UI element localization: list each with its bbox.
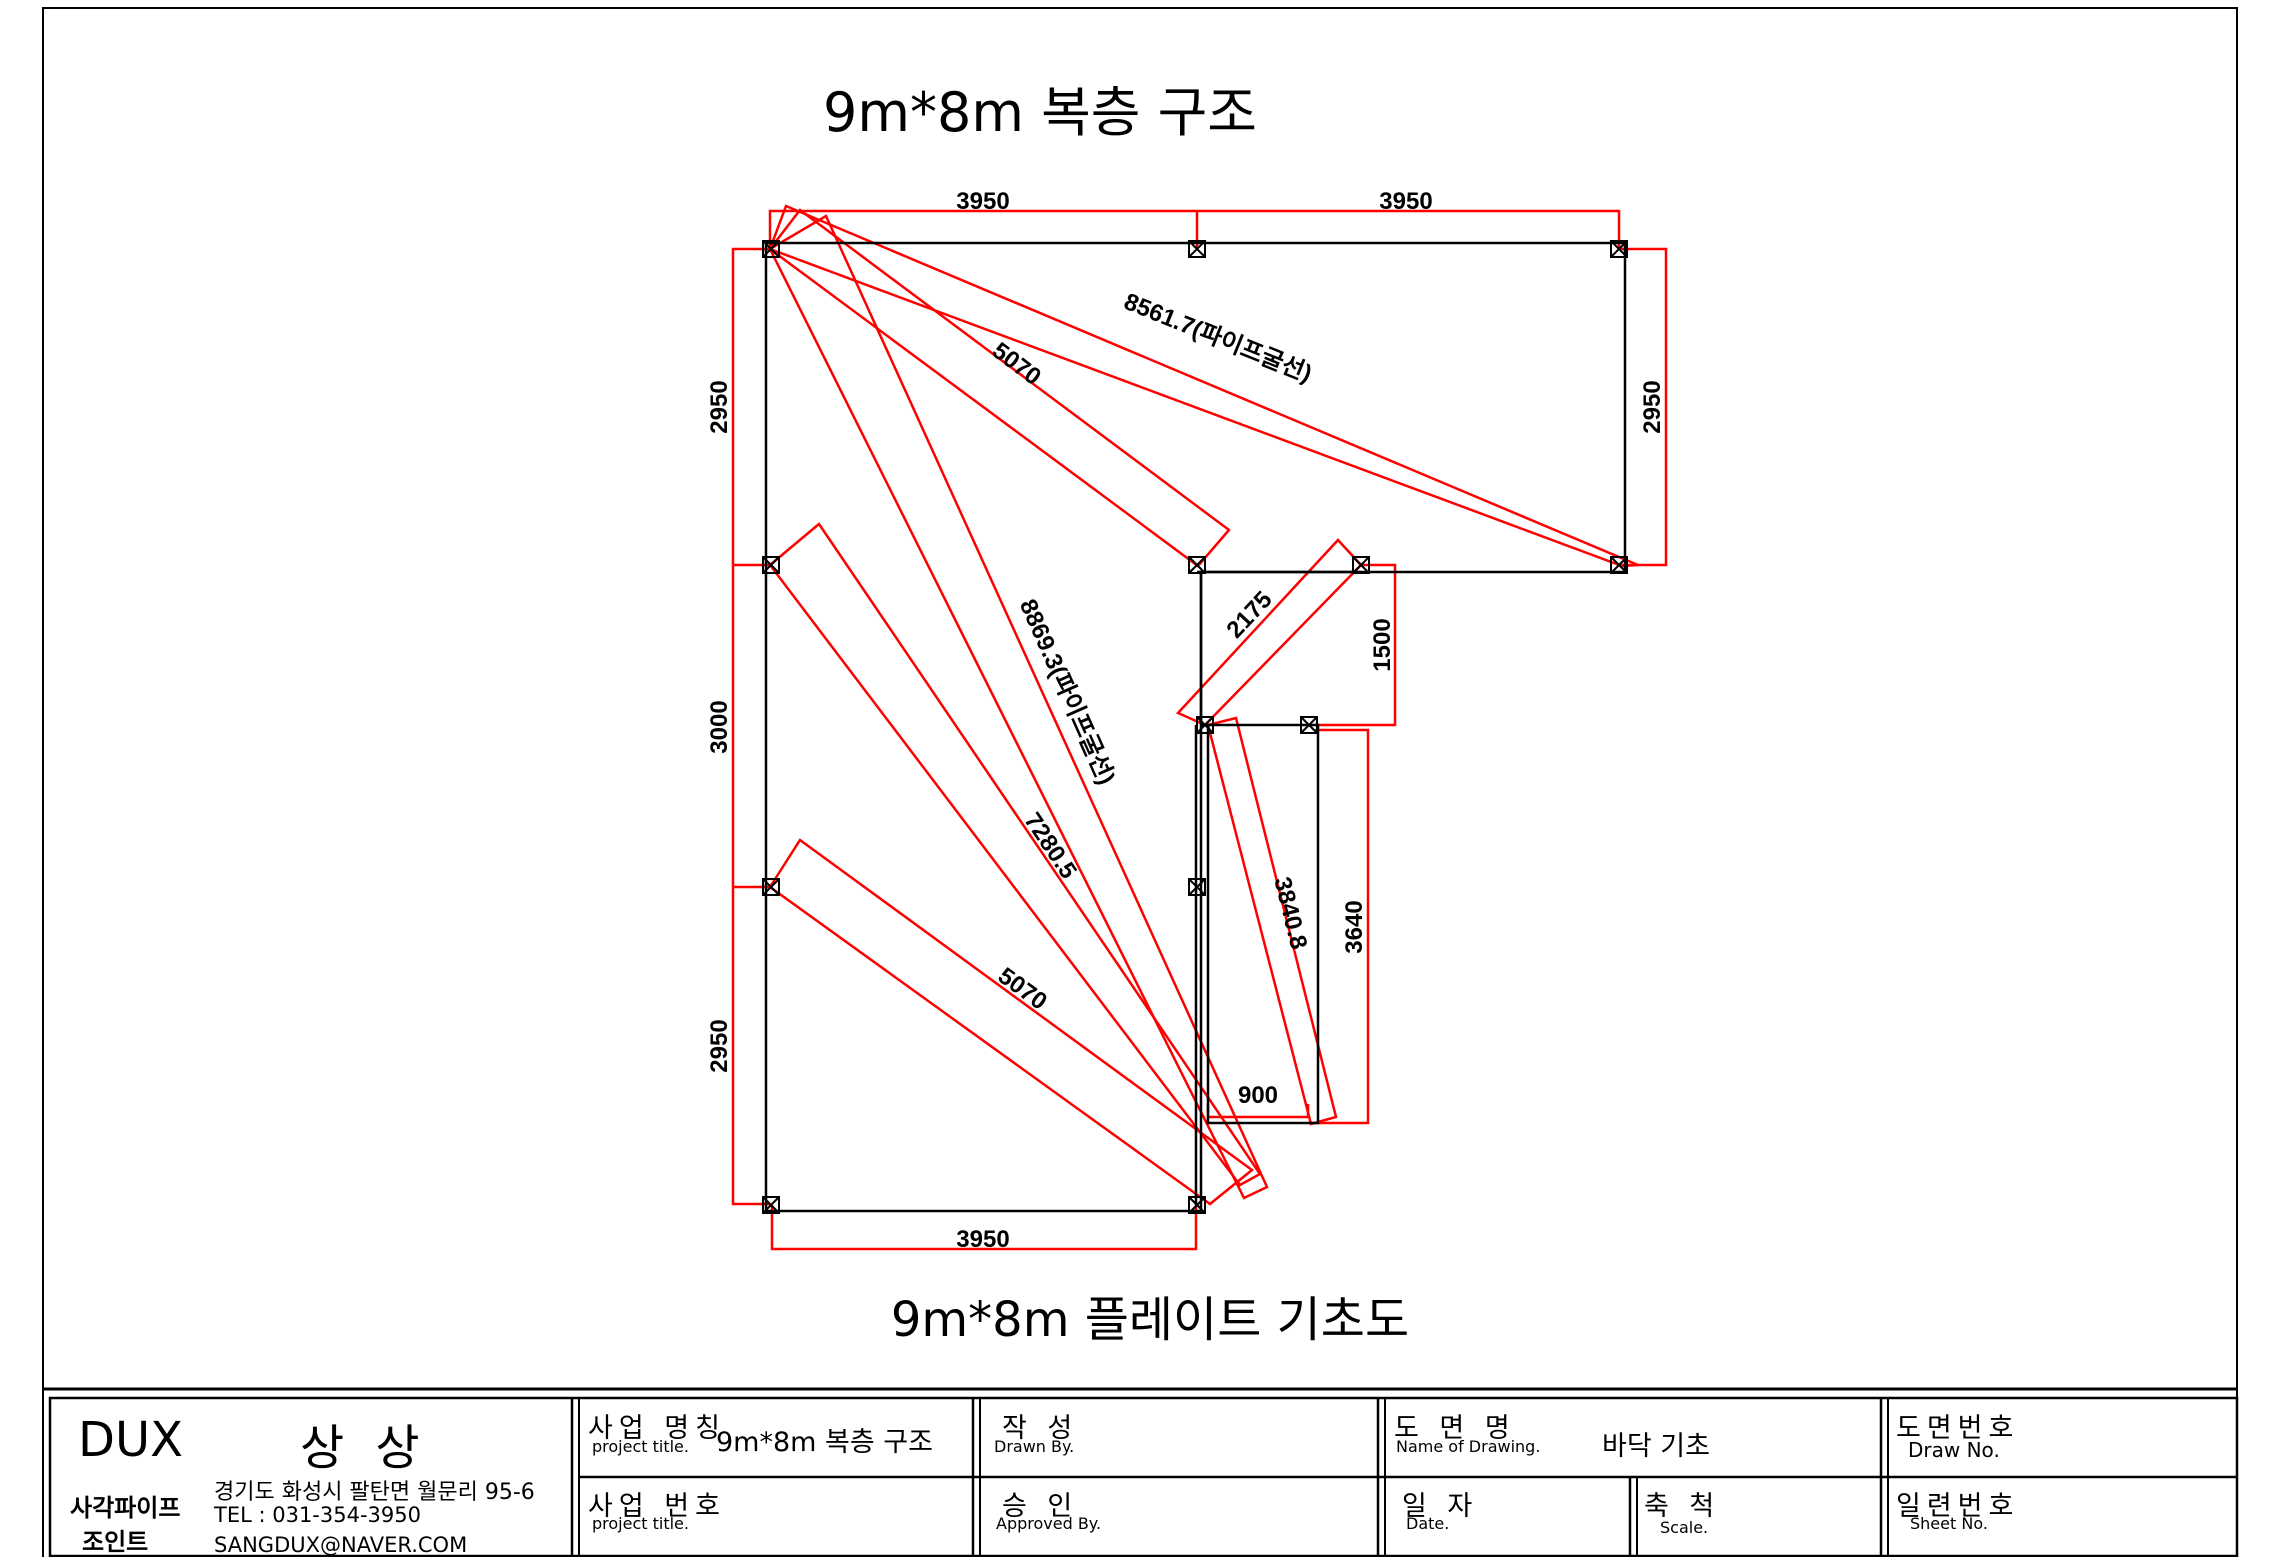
dim-inner-height: 3640 bbox=[1341, 900, 1368, 953]
dim-left-top: 2950 bbox=[706, 380, 733, 433]
post-icon bbox=[1188, 240, 1206, 258]
title-block-frame bbox=[43, 1387, 2239, 1558]
drawing-name-label: 도 면 명 bbox=[1394, 1413, 1516, 1444]
dim-inner-diag: 3840.8 bbox=[1268, 874, 1312, 952]
company-tel: TEL : 031-354-3950 bbox=[214, 1503, 421, 1527]
drawn-by-sub: Drawn By. bbox=[994, 1437, 1075, 1456]
post-icon bbox=[1610, 240, 1628, 258]
dim-left-middle: 3000 bbox=[706, 700, 733, 753]
dimension-lines bbox=[731, 204, 1668, 1251]
drawn-by-label: 작 성 bbox=[1002, 1413, 1079, 1444]
dim-diag-long-center: 8869.3(파이프굴선) bbox=[1014, 595, 1120, 789]
structure-outline bbox=[764, 241, 1627, 1213]
drawing-subtitle: 9m*8m 플레이트 기초도 bbox=[890, 1292, 1410, 1348]
company-name: 상 상 bbox=[300, 1420, 428, 1476]
company-email: SANGDUX@NAVER.COM bbox=[214, 1533, 468, 1557]
sheet-border bbox=[42, 7, 2238, 1561]
company-address: 경기도 화성시 팔탄면 월문리 95-6 bbox=[214, 1480, 535, 1505]
posts bbox=[762, 240, 1628, 1214]
dim-top-right: 3950 bbox=[1379, 188, 1432, 215]
date-sub: Date. bbox=[1406, 1514, 1450, 1533]
dim-left-bottom: 2950 bbox=[706, 1019, 733, 1072]
post-icon bbox=[1188, 878, 1206, 896]
product-line-2: 조인트 bbox=[82, 1528, 149, 1556]
project-name-sub: project title. bbox=[592, 1437, 689, 1456]
scale-sub: Scale. bbox=[1660, 1518, 1709, 1537]
dim-diag-short-upper: 5070 bbox=[987, 337, 1046, 391]
dim-diag-long-upper: 8561.7(파이프굴선) bbox=[1120, 288, 1315, 388]
dim-diag-mid: 7280.5 bbox=[1019, 808, 1082, 884]
scale-label: 축 척 bbox=[1644, 1491, 1721, 1522]
dim-top-left: 3950 bbox=[956, 188, 1009, 215]
sheet-no-sub: Sheet No. bbox=[1910, 1514, 1988, 1533]
dim-diag-short-lower: 5070 bbox=[993, 962, 1052, 1015]
product-line-1: 사각파이프 bbox=[70, 1494, 181, 1522]
dim-right: 2950 bbox=[1639, 380, 1666, 433]
project-name-value: 9m*8m 복층 구조 bbox=[716, 1427, 933, 1458]
post-icon bbox=[762, 878, 780, 896]
project-name-label: 사업 명칭 bbox=[588, 1413, 726, 1444]
post-icon bbox=[1300, 716, 1318, 734]
drawing-no-label: 도면번호 bbox=[1896, 1413, 2020, 1444]
dim-inner-width: 900 bbox=[1238, 1082, 1278, 1109]
drawing-name-value: 바닥 기초 bbox=[1602, 1431, 1710, 1462]
post-icon bbox=[1196, 716, 1214, 734]
date-label: 일 자 bbox=[1402, 1491, 1479, 1522]
approved-by-label: 승 인 bbox=[1002, 1491, 1079, 1522]
sheet-no-label: 일련번호 bbox=[1896, 1491, 2020, 1522]
post-icon bbox=[1352, 556, 1370, 574]
post-icon bbox=[762, 240, 780, 258]
post-icon bbox=[762, 1196, 780, 1214]
approved-by-sub: Approved By. bbox=[996, 1514, 1102, 1533]
project-no-label: 사업 번호 bbox=[588, 1491, 726, 1522]
drawing-name-sub: Name of Drawing. bbox=[1396, 1437, 1541, 1456]
drawing-title: 9m*8m 복층 구조 bbox=[823, 81, 1257, 144]
post-icon bbox=[1188, 1196, 1206, 1214]
company-logo-text: DUX bbox=[78, 1412, 183, 1468]
dim-bottom: 3950 bbox=[956, 1226, 1009, 1253]
post-icon bbox=[762, 556, 780, 574]
post-icon bbox=[1610, 556, 1628, 574]
drawing-no-sub: Draw No. bbox=[1908, 1438, 2000, 1462]
dimension-labels: 3950 3950 3950 2950 3000 2950 2950 5070 … bbox=[706, 188, 1666, 1253]
post-icon bbox=[1188, 556, 1206, 574]
project-no-sub: project title. bbox=[592, 1514, 689, 1533]
dim-notch-height: 1500 bbox=[1369, 618, 1396, 671]
